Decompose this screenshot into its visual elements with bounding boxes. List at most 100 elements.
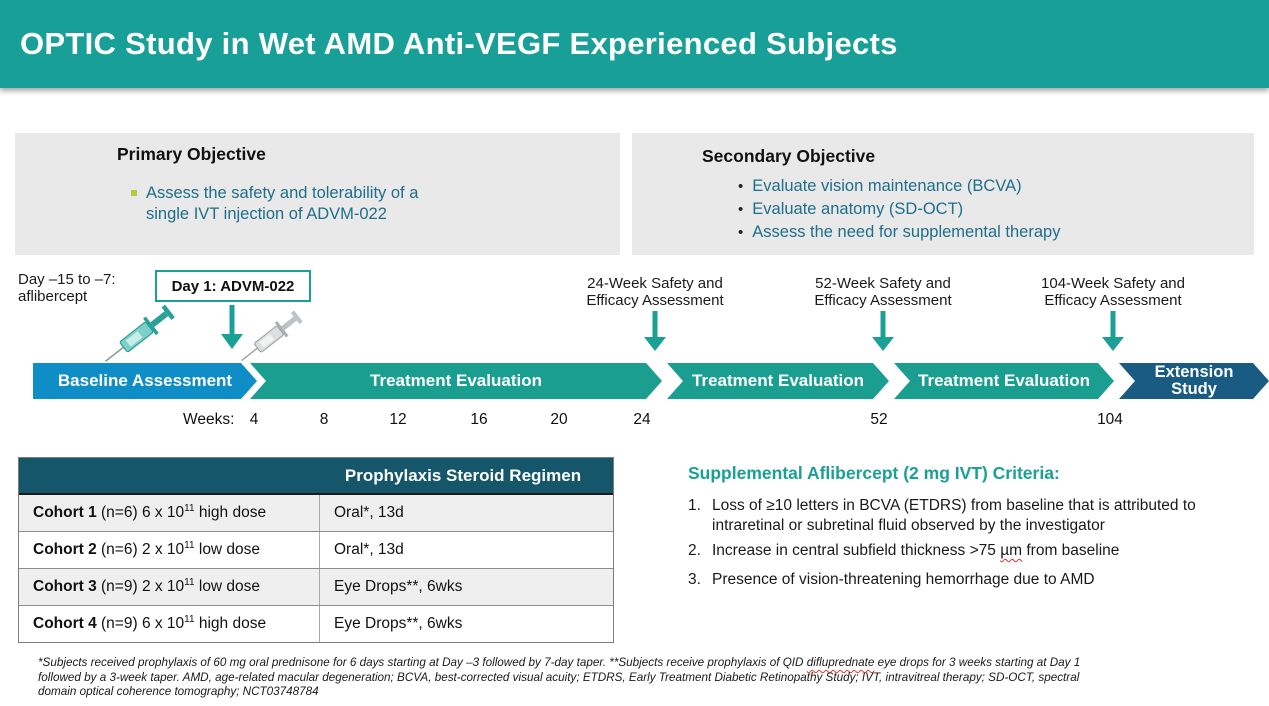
- cohort-desc-pre: (n=6) 2 x 10: [96, 541, 185, 558]
- assessment-104wk-arrow-icon: [1102, 311, 1124, 356]
- cohort-exponent: 11: [184, 613, 195, 625]
- pre-treatment-line2: aflibercept: [18, 287, 88, 305]
- week-tick-12: 12: [389, 411, 407, 428]
- week-tick-8: 8: [319, 411, 329, 428]
- secondary-objective-bullet-2: • Evaluate anatomy (SD-OCT): [738, 199, 1218, 220]
- timeline-segment-baseline: Baseline Assessment: [33, 363, 257, 399]
- table-row-cohort-1: Cohort 1 (n=6) 6 x 1011 high dose Oral*,…: [19, 495, 613, 532]
- secondary-objective-text-1: Evaluate vision maintenance (BCVA): [752, 177, 1022, 195]
- segment-label: Treatment Evaluation: [918, 371, 1090, 391]
- cohort-name: Cohort 2: [33, 541, 97, 558]
- regimen-cell: Oral*, 13d: [334, 541, 404, 558]
- primary-objective-text: Assess the safety and tolerability of a …: [146, 184, 419, 223]
- secondary-objective-text-3: Assess the need for supplemental therapy: [752, 223, 1061, 241]
- criteria-heading: Supplemental Aflibercept (2 mg IVT) Crit…: [688, 463, 1060, 483]
- day1-down-arrow-icon: [220, 305, 244, 354]
- bullet-square-icon: [131, 190, 137, 196]
- criteria-item-2: 2. Increase in central subfield thicknes…: [688, 541, 1269, 561]
- segment-label: Extension Study: [1154, 362, 1234, 398]
- assessment-52wk-line2: Efficacy Assessment: [814, 291, 952, 309]
- timeline-segment-extension: Extension Study: [1119, 363, 1269, 399]
- item-text-pre: Increase in central subfield thickness >…: [712, 542, 1001, 559]
- bullet-dot-icon: •: [738, 178, 744, 195]
- cohort-desc-pre: (n=9) 6 x 10: [96, 615, 185, 632]
- secondary-objective-text-2: Evaluate anatomy (SD-OCT): [752, 200, 964, 218]
- cohort-name: Cohort 1: [33, 504, 97, 521]
- cohort-name: Cohort 3: [33, 578, 97, 595]
- secondary-objective-heading: Secondary Objective: [702, 146, 876, 166]
- table-row-cohort-2: Cohort 2 (n=6) 2 x 1011 low dose Oral*, …: [19, 532, 613, 569]
- page-title: OPTIC Study in Wet AMD Anti-VEGF Experie…: [20, 26, 898, 61]
- cohort-name: Cohort 4: [33, 615, 97, 632]
- item-text: Loss of ≥10 letters in BCVA (ETDRS) from…: [712, 497, 1196, 534]
- timeline-segment-treatment-1: Treatment Evaluation: [250, 363, 662, 399]
- assessment-24wk-line2: Efficacy Assessment: [586, 291, 724, 309]
- cohort-cell: Cohort 1 (n=6) 6 x 1011 high dose: [19, 495, 320, 531]
- regimen-cell: Eye Drops**, 6wks: [334, 578, 463, 595]
- assessment-label-24wk: 24-Week Safety and Efficacy Assessment: [586, 275, 724, 309]
- gray-syringe-icon: [232, 304, 312, 376]
- pre-treatment-line1: Day –15 to –7:: [18, 271, 116, 288]
- day1-label: Day 1: ADVM-022: [171, 277, 295, 295]
- week-tick-104: 104: [1097, 411, 1123, 428]
- footnote-misspelled-word: difluprednate: [806, 656, 875, 669]
- item-text-post: from baseline: [1022, 542, 1120, 559]
- item-text: Increase in central subfield thickness >…: [712, 541, 1119, 561]
- assessment-24wk-arrow-icon: [644, 311, 666, 356]
- item-number: 3.: [688, 571, 701, 588]
- week-tick-52: 52: [870, 411, 888, 428]
- day1-advm022-box: Day 1: ADVM-022: [155, 270, 311, 302]
- item-number: 2.: [688, 542, 701, 559]
- cohort-cell: Cohort 2 (n=6) 2 x 1011 low dose: [19, 532, 320, 568]
- cohort-exponent: 11: [184, 576, 195, 588]
- cohort-desc-post: high dose: [194, 504, 267, 521]
- item-text-misspelled: µm: [1000, 542, 1023, 559]
- segment-label: Treatment Evaluation: [370, 371, 542, 391]
- cohort-cell: Cohort 4 (n=9) 6 x 1011 high dose: [19, 606, 320, 642]
- segment-label: Baseline Assessment: [57, 371, 233, 391]
- cohort-exponent: 11: [184, 539, 195, 551]
- teal-syringe-icon: [95, 297, 186, 379]
- pre-treatment-label: Day –15 to –7: aflibercept: [18, 271, 116, 305]
- title-banner: OPTIC Study in Wet AMD Anti-VEGF Experie…: [0, 0, 1269, 88]
- prophylaxis-steroid-table: Prophylaxis Steroid Regimen Cohort 1 (n=…: [18, 457, 614, 643]
- secondary-objective-bullet-3: • Assess the need for supplemental thera…: [738, 222, 1218, 243]
- item-text: Presence of vision-threatening hemorrhag…: [712, 571, 1095, 588]
- assessment-104wk-line1: 104-Week Safety and: [1041, 275, 1185, 292]
- cohort-desc-pre: (n=9) 2 x 10: [96, 578, 185, 595]
- cohort-cell: Cohort 3 (n=9) 2 x 1011 low dose: [19, 569, 320, 605]
- week-tick-20: 20: [550, 411, 568, 428]
- criteria-item-1: 1. Loss of ≥10 letters in BCVA (ETDRS) f…: [688, 496, 1269, 536]
- assessment-52wk-line1: 52-Week Safety and: [815, 275, 951, 292]
- week-tick-24: 24: [633, 411, 651, 428]
- regimen-cell: Oral*, 13d: [334, 504, 404, 521]
- segment-label: Treatment Evaluation: [692, 371, 864, 391]
- timeline-segment-treatment-2: Treatment Evaluation: [667, 363, 889, 399]
- weeks-label: Weeks:: [183, 411, 235, 428]
- criteria-item-3: 3. Presence of vision-threatening hemorr…: [688, 570, 1269, 590]
- cohort-desc-post: low dose: [194, 578, 261, 595]
- table-row-cohort-4: Cohort 4 (n=9) 6 x 1011 high dose Eye Dr…: [19, 606, 613, 642]
- assessment-label-52wk: 52-Week Safety and Efficacy Assessment: [814, 275, 952, 309]
- bullet-dot-icon: •: [738, 224, 744, 241]
- bullet-dot-icon: •: [738, 201, 744, 218]
- table-row-cohort-3: Cohort 3 (n=9) 2 x 1011 low dose Eye Dro…: [19, 569, 613, 606]
- assessment-24wk-line1: 24-Week Safety and: [587, 275, 723, 292]
- assessment-label-104wk: 104-Week Safety and Efficacy Assessment: [1041, 275, 1185, 309]
- primary-objective-bullet: Assess the safety and tolerability of a …: [131, 183, 461, 225]
- cohort-desc-post: low dose: [194, 541, 261, 558]
- cohort-desc-post: high dose: [194, 615, 267, 632]
- timeline-segment-treatment-3: Treatment Evaluation: [894, 363, 1114, 399]
- primary-objective-heading: Primary Objective: [117, 144, 266, 164]
- footnote: *Subjects received prophylaxis of 60 mg …: [38, 656, 1096, 700]
- item-number: 1.: [688, 497, 701, 514]
- footnote-part1: *Subjects received prophylaxis of 60 mg …: [38, 656, 807, 669]
- assessment-52wk-arrow-icon: [872, 311, 894, 356]
- assessment-104wk-line2: Efficacy Assessment: [1044, 291, 1182, 309]
- regimen-cell: Eye Drops**, 6wks: [334, 615, 463, 632]
- secondary-objective-bullet-1: • Evaluate vision maintenance (BCVA): [738, 176, 1218, 197]
- week-tick-16: 16: [470, 411, 488, 428]
- week-tick-4: 4: [249, 411, 259, 428]
- cohort-exponent: 11: [184, 502, 195, 514]
